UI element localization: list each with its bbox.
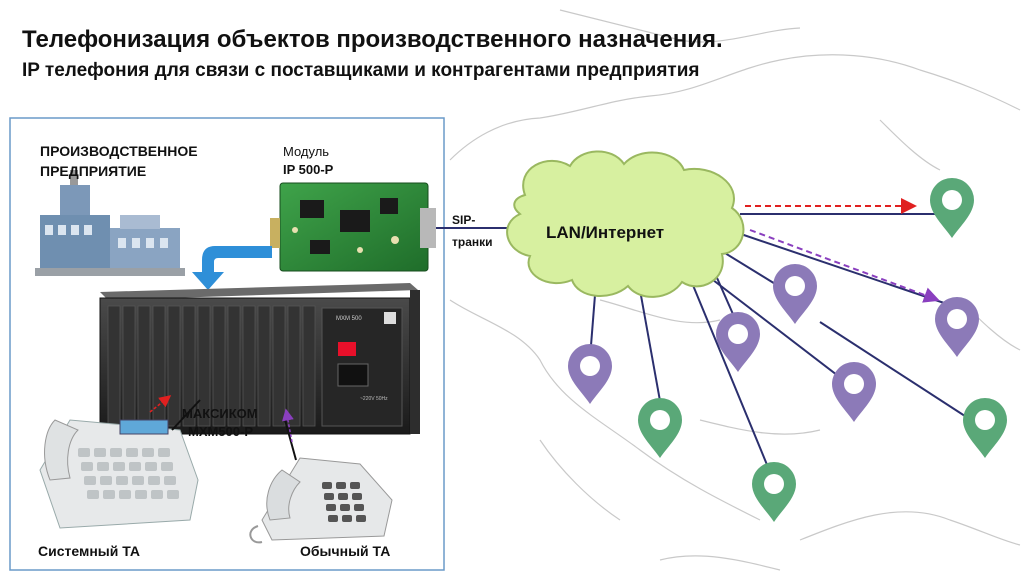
system-phone-link-line [171,399,201,431]
phone-key [78,448,90,457]
pbx-card-slot [302,305,316,427]
system-phone-dashed-arrow [149,395,172,413]
page-subtitle: IP телефония для связи с поставщиками и … [22,60,700,81]
phone-key [336,482,346,489]
pbx-card-slot [272,305,286,427]
phone-key [103,490,115,499]
phone-key [161,462,173,471]
phone-key [94,448,106,457]
phone-key [338,493,348,500]
phone-key [158,448,170,457]
insert-arrow-icon [192,246,272,290]
pbx-card-slot [212,305,226,427]
phone-key [81,462,93,471]
pbx-card-slot [167,305,181,427]
phone-key [167,490,179,499]
pbx-panel-text: MXM 500 [336,316,362,322]
pbx-card-slot [137,305,151,427]
phone-key [326,504,336,511]
pbx-label-line1: МАКСИКОМ [182,406,258,421]
power-switch [338,342,356,356]
system-phone-illustration [39,419,199,529]
location-pin-purple-icon [832,362,876,422]
pbx-card-slot [257,305,271,427]
pbx-card-slot [287,305,301,427]
pbx-card-slot [227,305,241,427]
regular-phone-link-line [284,419,297,461]
pbx-card-slot [122,305,136,427]
phone-key [116,476,128,485]
phone-key [97,462,109,471]
enterprise-label-line1: ПРОИЗВОДСТВЕННОЕ [40,143,198,159]
phone-key [113,462,125,471]
pbx-chassis: MXM 500 ~220V 50Hz [99,283,420,435]
location-pin-purple-icon [716,312,760,372]
regular-phone-label: Обычный ТА [300,543,390,559]
enterprise-label-line2: ПРЕДПРИЯТИЕ [40,163,146,179]
ip-module-board [270,182,436,272]
regular-phone-illustration [249,457,393,544]
phone-key [322,482,332,489]
phone-key [87,490,99,499]
cloud-label: LAN/Интернет [546,223,664,242]
location-pin-purple-icon [773,264,817,324]
location-pin-purple-icon [568,344,612,404]
dashed-arrow-purple-route [749,229,940,303]
pbx-psu-text: ~220V 50Hz [360,396,388,402]
location-pin-green-icon [752,462,796,522]
phone-key [132,476,144,485]
module-label-line1: Модуль [283,144,329,159]
phone-key [342,515,352,522]
location-pin-green-icon [963,398,1007,458]
location-pin-purple-icon [935,297,979,357]
phone-key [119,490,131,499]
phone-key [356,515,366,522]
pbx-card-slot [107,305,121,427]
pbx-card-slot [197,305,211,427]
phone-key [352,493,362,500]
phone-key [148,476,160,485]
factory-illustration [35,170,185,276]
phone-key [84,476,96,485]
pbx-label-line2: MXM500-P [188,424,253,439]
location-pin-green-icon [638,398,682,458]
location-pin-green-icon [930,178,974,238]
sip-label-line1: SIP- [452,213,475,227]
system-phone-label: Системный ТА [38,543,140,559]
phone-key [126,448,138,457]
map-background [449,9,1021,571]
phone-key [110,448,122,457]
phone-key [151,490,163,499]
phone-key [145,462,157,471]
phone-key [100,476,112,485]
phone-key [350,482,360,489]
page-title: Телефонизация объектов производственного… [22,26,723,53]
pbx-card-slot [182,305,196,427]
regular-phone-dashed-arrow [282,408,294,443]
phone-key [142,448,154,457]
module-label-line2: IP 500-P [283,162,334,177]
phone-key [164,476,176,485]
phone-key [328,515,338,522]
lan-internet-cloud [506,150,745,298]
phone-key [324,493,334,500]
sip-label-line2: транки [452,235,493,249]
pbx-card-slot [242,305,256,427]
phone-key [129,462,141,471]
phone-key [135,490,147,499]
phone-key [354,504,364,511]
phone-key [340,504,350,511]
